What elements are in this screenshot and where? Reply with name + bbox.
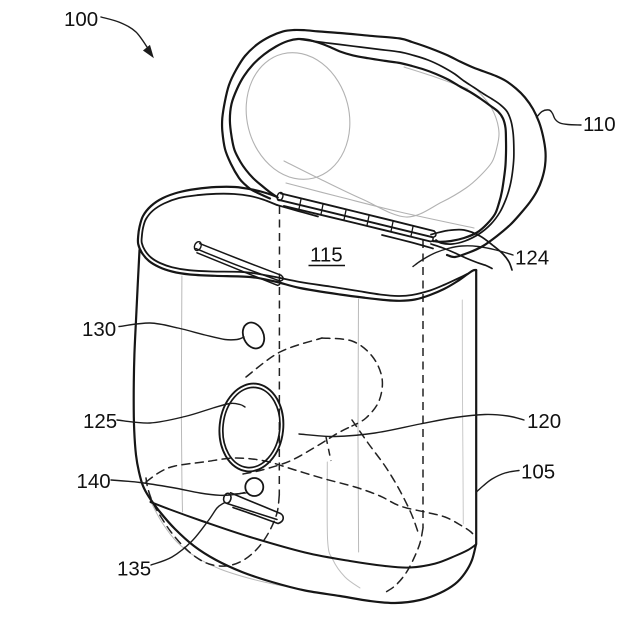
svg-text:115: 115 bbox=[310, 244, 343, 267]
svg-text:130: 130 bbox=[82, 318, 116, 341]
svg-text:140: 140 bbox=[77, 470, 111, 493]
svg-text:135: 135 bbox=[117, 558, 151, 581]
svg-text:124: 124 bbox=[515, 247, 549, 270]
svg-text:125: 125 bbox=[83, 410, 117, 433]
svg-text:110: 110 bbox=[583, 113, 616, 136]
svg-text:120: 120 bbox=[527, 410, 561, 433]
svg-text:105: 105 bbox=[521, 461, 555, 484]
svg-text:100: 100 bbox=[64, 8, 98, 31]
